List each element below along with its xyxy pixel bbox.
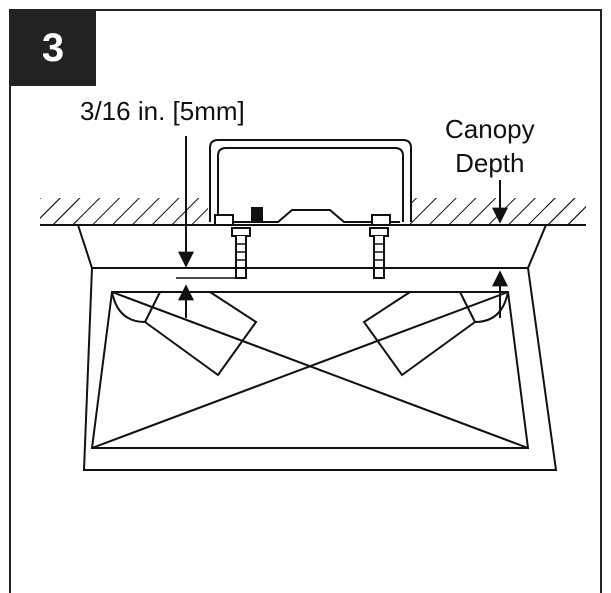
- canopy-label-line2: Depth: [455, 148, 525, 178]
- mounting-screws: [231, 227, 389, 279]
- gap-dimension: [176, 136, 236, 318]
- fixture-body: [82, 267, 558, 471]
- canopy-depth-label: Canopy Depth: [445, 112, 535, 180]
- ceiling: [40, 196, 586, 227]
- gap-dimension-label: 3/16 in. [5mm]: [80, 96, 245, 126]
- panel-border: [9, 9, 602, 593]
- mounting-bracket: [209, 139, 412, 226]
- canopy: [77, 224, 547, 269]
- canopy-label-line1: Canopy: [445, 114, 535, 144]
- step-number-badge: 3: [10, 10, 96, 86]
